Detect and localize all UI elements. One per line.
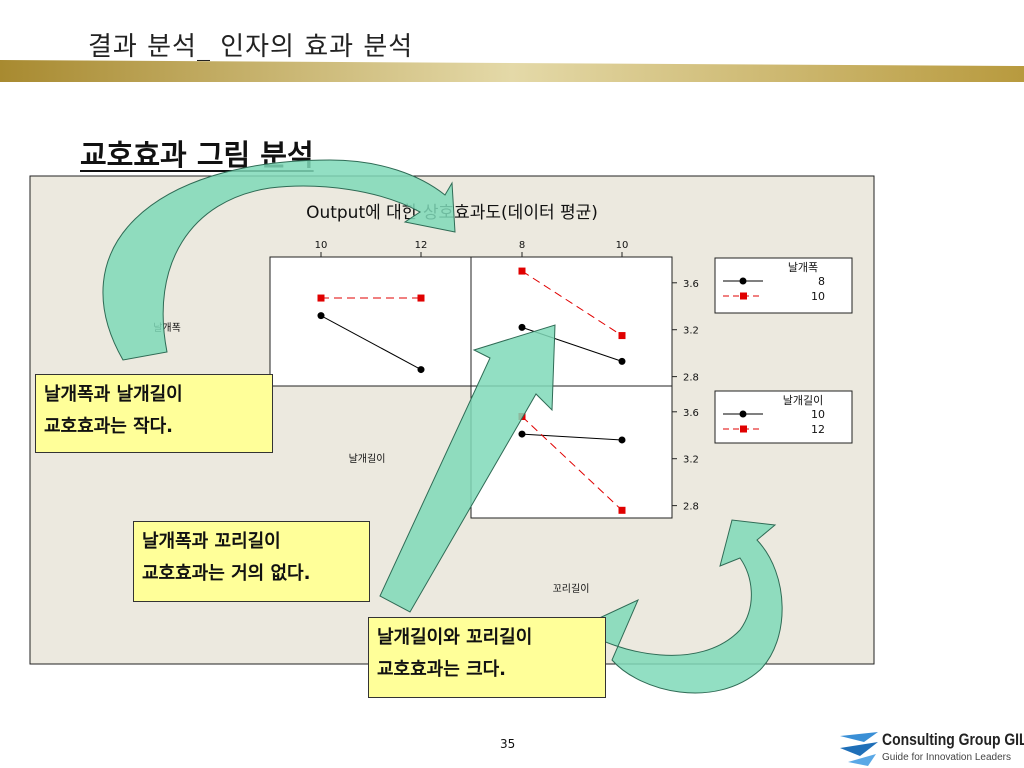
x-tick-label: 12 bbox=[415, 240, 428, 251]
legend-entry: 8 bbox=[818, 275, 825, 288]
series-line bbox=[320, 315, 422, 371]
callout-line: 교호효과는 거의 없다. bbox=[142, 563, 311, 584]
logo-mark-icon bbox=[840, 732, 878, 766]
legend-marker bbox=[739, 410, 747, 418]
y-tick-label: 2.8 bbox=[683, 373, 699, 384]
callout-wing-width-tail-length: 날개폭과 꼬리길이 교호효과는 거의 없다. bbox=[133, 521, 370, 602]
callout-line: 교호효과는 작다. bbox=[44, 416, 174, 437]
callout-line: 날개폭과 날개길이 bbox=[44, 384, 183, 405]
data-point bbox=[417, 366, 425, 374]
logo-tagline: Guide for Innovation Leaders bbox=[882, 752, 1011, 763]
callout-line: 날개길이와 꼬리길이 bbox=[377, 627, 533, 648]
callout-line: 날개폭과 꼬리길이 bbox=[142, 531, 281, 552]
legend-marker bbox=[740, 425, 747, 433]
data-point bbox=[417, 294, 425, 302]
curved-arrow-icon bbox=[102, 159, 456, 361]
curved-arrow-icon bbox=[576, 519, 783, 694]
data-point bbox=[518, 430, 526, 438]
callout-line: 교호효과는 크다. bbox=[377, 659, 507, 680]
legend-marker bbox=[740, 292, 747, 300]
series-line bbox=[521, 416, 623, 511]
data-point bbox=[518, 267, 526, 275]
company-logo[interactable]: Consulting Group GIL Guide for Innovatio… bbox=[838, 728, 1024, 768]
straight-arrow-icon bbox=[379, 324, 556, 613]
data-point bbox=[317, 312, 325, 320]
legend-box bbox=[714, 257, 853, 314]
y-tick-label: 2.8 bbox=[683, 502, 699, 513]
x-tick-label: 8 bbox=[519, 240, 525, 251]
legend-entry: 10 bbox=[811, 408, 825, 421]
legend-box bbox=[714, 390, 853, 444]
data-point bbox=[618, 332, 626, 340]
legend-title: 날개폭 bbox=[788, 261, 818, 274]
y-tick-label: 3.2 bbox=[683, 455, 699, 466]
y-tick-label: 3.2 bbox=[683, 326, 699, 337]
row-factor-label: 날개길이 bbox=[349, 452, 386, 465]
slide-title: 결과 분석_ 인자의 효과 분석 bbox=[88, 32, 414, 62]
data-point bbox=[317, 294, 325, 302]
col-factor-label: 꼬리길이 bbox=[553, 582, 590, 595]
legend-marker bbox=[739, 277, 747, 285]
legend-entry: 10 bbox=[811, 290, 825, 303]
logo-name: Consulting Group GIL bbox=[882, 730, 1024, 749]
y-tick-label: 3.6 bbox=[683, 279, 699, 290]
data-point bbox=[618, 357, 626, 365]
data-point bbox=[518, 323, 526, 331]
x-tick-label: 10 bbox=[315, 240, 328, 251]
series-line bbox=[521, 433, 623, 441]
title-band bbox=[0, 60, 1024, 82]
data-point bbox=[618, 436, 626, 444]
callout-wing-width-wing-length: 날개폭과 날개길이 교호효과는 작다. bbox=[35, 374, 273, 453]
panel-box bbox=[269, 256, 472, 387]
legend-entry: 12 bbox=[811, 423, 825, 436]
y-tick-label: 3.6 bbox=[683, 408, 699, 419]
series-line bbox=[521, 270, 623, 336]
page-number: 35 bbox=[500, 737, 516, 751]
x-tick-label: 10 bbox=[616, 240, 629, 251]
legend-title: 날개길이 bbox=[783, 394, 823, 407]
data-point bbox=[618, 506, 626, 514]
callout-wing-length-tail-length: 날개길이와 꼬리길이 교호효과는 크다. bbox=[368, 617, 606, 698]
